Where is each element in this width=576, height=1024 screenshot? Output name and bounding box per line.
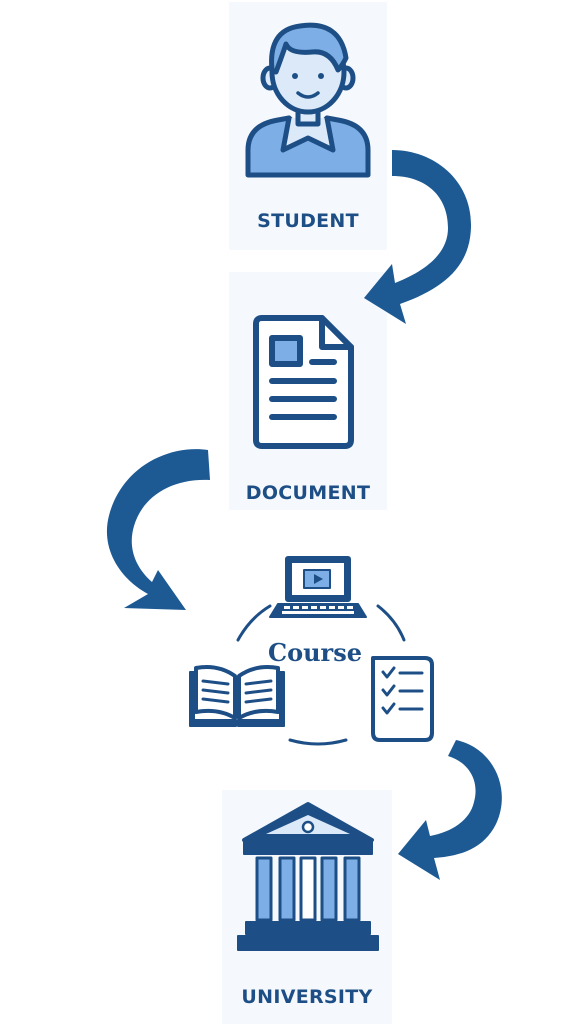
document-label: DOCUMENT: [245, 482, 371, 504]
book-icon: [189, 665, 285, 727]
course-ring: [236, 604, 406, 746]
arrow-course-to-university: [398, 740, 502, 880]
university-label: UNIVERSITY: [241, 986, 373, 1008]
arrow-document-to-course: [106, 449, 210, 610]
university-icon: [237, 802, 379, 951]
arrow-student-to-document: [364, 150, 472, 324]
checklist-icon: [371, 656, 434, 742]
course-label: Course: [268, 638, 362, 667]
student-label: STUDENT: [257, 210, 359, 232]
document-icon: [253, 315, 354, 449]
student-icon: [245, 22, 371, 178]
laptop-icon: [269, 556, 367, 618]
